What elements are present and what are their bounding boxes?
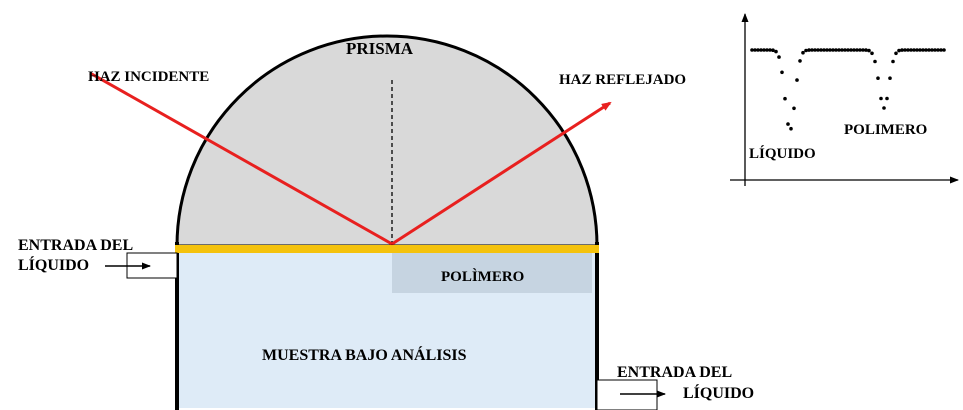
curve-point — [813, 48, 817, 52]
curve-point — [849, 48, 853, 52]
curve-point — [873, 59, 877, 64]
curve-point — [855, 48, 859, 52]
incident-beam-label: HAZ INCIDENTE — [88, 69, 210, 85]
curve-point — [909, 48, 913, 52]
curve-point — [825, 48, 829, 52]
inlet-right-label-line2: LÍQUIDO — [683, 385, 755, 402]
gold-film — [175, 245, 599, 253]
curve-point — [759, 48, 763, 52]
curve-point — [900, 48, 904, 52]
prism-shape — [175, 34, 599, 248]
curve-point — [930, 48, 934, 52]
curve-point — [768, 48, 772, 52]
curve-point — [876, 76, 880, 80]
curve-point — [885, 96, 889, 101]
curve-point — [819, 48, 823, 52]
reflected-beam — [391, 101, 612, 246]
curve-point — [810, 48, 814, 52]
curve-point — [771, 48, 775, 52]
polymer-layer — [392, 253, 592, 293]
curve-point — [882, 106, 886, 110]
curve-point — [861, 48, 865, 52]
curve-point — [888, 76, 892, 80]
curve-point — [924, 48, 928, 52]
curve-point — [912, 48, 916, 52]
curve-point — [756, 48, 760, 52]
curve-point — [843, 48, 847, 52]
curve-point — [798, 59, 802, 63]
inlet-left-box — [126, 252, 178, 279]
curve-point — [777, 55, 781, 59]
inlet-right-box — [596, 379, 658, 410]
prism-label: PRISMA — [346, 39, 414, 58]
curve-point — [753, 48, 757, 52]
curve-point — [801, 50, 805, 55]
curve-point — [807, 48, 811, 52]
curve-point — [831, 48, 835, 52]
graph-polymer-label: POLIMERO — [844, 122, 928, 138]
curve-point — [846, 48, 850, 52]
curve-point — [834, 48, 838, 52]
curve-point — [906, 48, 910, 52]
curve-point — [879, 96, 883, 101]
curve-point — [939, 48, 943, 52]
curve-point — [774, 49, 778, 54]
incident-beam — [89, 71, 393, 246]
inlet-right-label-line1: ENTRADA DEL — [617, 364, 733, 381]
curve-point — [933, 48, 937, 52]
curve-point — [789, 126, 793, 131]
graph-liquid-label: LÍQUIDO — [749, 146, 816, 162]
curve-point — [897, 48, 901, 53]
curve-point — [816, 48, 820, 52]
curve-point — [783, 96, 787, 101]
curve-point — [762, 48, 766, 52]
curve-point — [915, 48, 919, 52]
curve-point — [786, 122, 790, 126]
curve-point — [765, 48, 769, 52]
curve-point — [828, 48, 832, 52]
curve-point — [864, 48, 868, 52]
reflected-beam-label: HAZ REFLEJADO — [559, 72, 687, 88]
curve-point — [852, 48, 856, 52]
curve-point — [792, 106, 796, 111]
inlet-left-label-line2: LÍQUIDO — [18, 257, 90, 274]
curve-point — [867, 48, 871, 53]
curve-point — [822, 48, 826, 52]
curve-point — [903, 48, 907, 52]
inlet-left-label-line1: ENTRADA DEL — [18, 237, 134, 254]
curve-point — [936, 48, 940, 52]
curve-point — [840, 48, 844, 52]
curve-point — [927, 48, 931, 52]
curve-point — [780, 70, 784, 75]
curve-point — [837, 48, 841, 52]
curve-point — [750, 48, 754, 52]
spr-curve — [750, 48, 946, 131]
curve-point — [891, 59, 895, 64]
polymer-layer-label: POLÌMERO — [441, 269, 525, 285]
curve-point — [804, 48, 808, 53]
curve-point — [894, 51, 898, 56]
curve-point — [858, 48, 862, 52]
curve-point — [795, 78, 799, 82]
curve-point — [870, 51, 874, 56]
curve-point — [942, 48, 946, 52]
curve-point — [921, 48, 925, 52]
sample-label: MUESTRA BAJO ANÁLISIS — [262, 347, 467, 364]
curve-point — [918, 48, 922, 52]
